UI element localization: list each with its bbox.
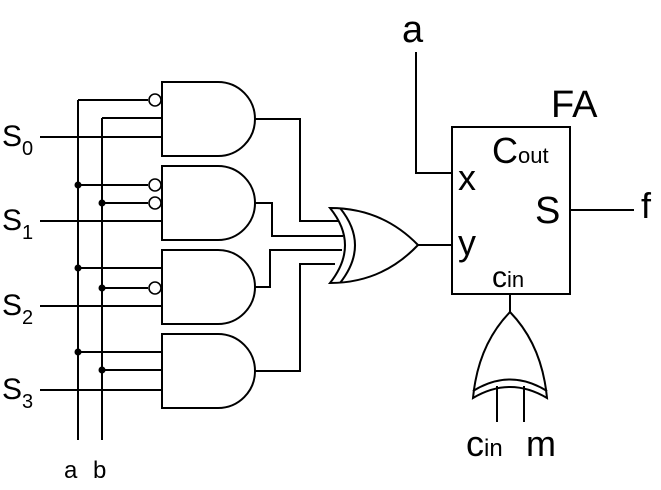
and-gate-1 [161, 165, 256, 241]
and-gate-3 [161, 333, 256, 409]
full-adder-block [451, 126, 571, 295]
s3-label: S3 [2, 373, 33, 413]
fa-cout-label: Cout [492, 130, 549, 171]
junction-dot [74, 181, 82, 189]
junction-dot [98, 284, 106, 292]
or-gate-main [327, 206, 420, 285]
b-bus-label: b [93, 457, 106, 484]
or-cin-input-label: cin [466, 423, 503, 464]
fa-x-label: x [458, 157, 476, 198]
a-to-fa-x-wire [415, 52, 452, 174]
and-gate-2 [161, 249, 256, 325]
or-m-input-label: m [526, 423, 556, 464]
s2-label: S2 [2, 289, 33, 329]
fa-s-label: S [535, 190, 560, 232]
fa-y-label: y [458, 222, 476, 263]
inverter-bubble [148, 196, 162, 210]
and2-to-or-wire [255, 249, 342, 288]
or-gate-cin [471, 310, 549, 400]
and1-to-or-wire [255, 202, 343, 237]
and-gate-0 [161, 81, 256, 157]
s1-label: S1 [2, 204, 33, 244]
inverter-bubble [148, 281, 162, 295]
or-gate-main-back [339, 207, 356, 284]
and0-to-or-wire [255, 118, 343, 222]
top-a-label: a [402, 9, 424, 51]
inverter-bubble [148, 93, 162, 107]
a-bus-label: a [64, 457, 78, 484]
junction-dot [74, 348, 82, 356]
fa-title-label: FA [551, 84, 598, 126]
junction-dot [74, 264, 82, 272]
and3-to-or-wire [255, 263, 335, 372]
junction-dot [98, 366, 106, 374]
s0-label: S0 [2, 120, 33, 160]
output-f-label: f [641, 185, 652, 226]
fa-cin-label: cin [492, 261, 524, 294]
inverter-bubble [148, 178, 162, 192]
or-gate-cin-back [472, 378, 548, 392]
junction-dot [98, 199, 106, 207]
